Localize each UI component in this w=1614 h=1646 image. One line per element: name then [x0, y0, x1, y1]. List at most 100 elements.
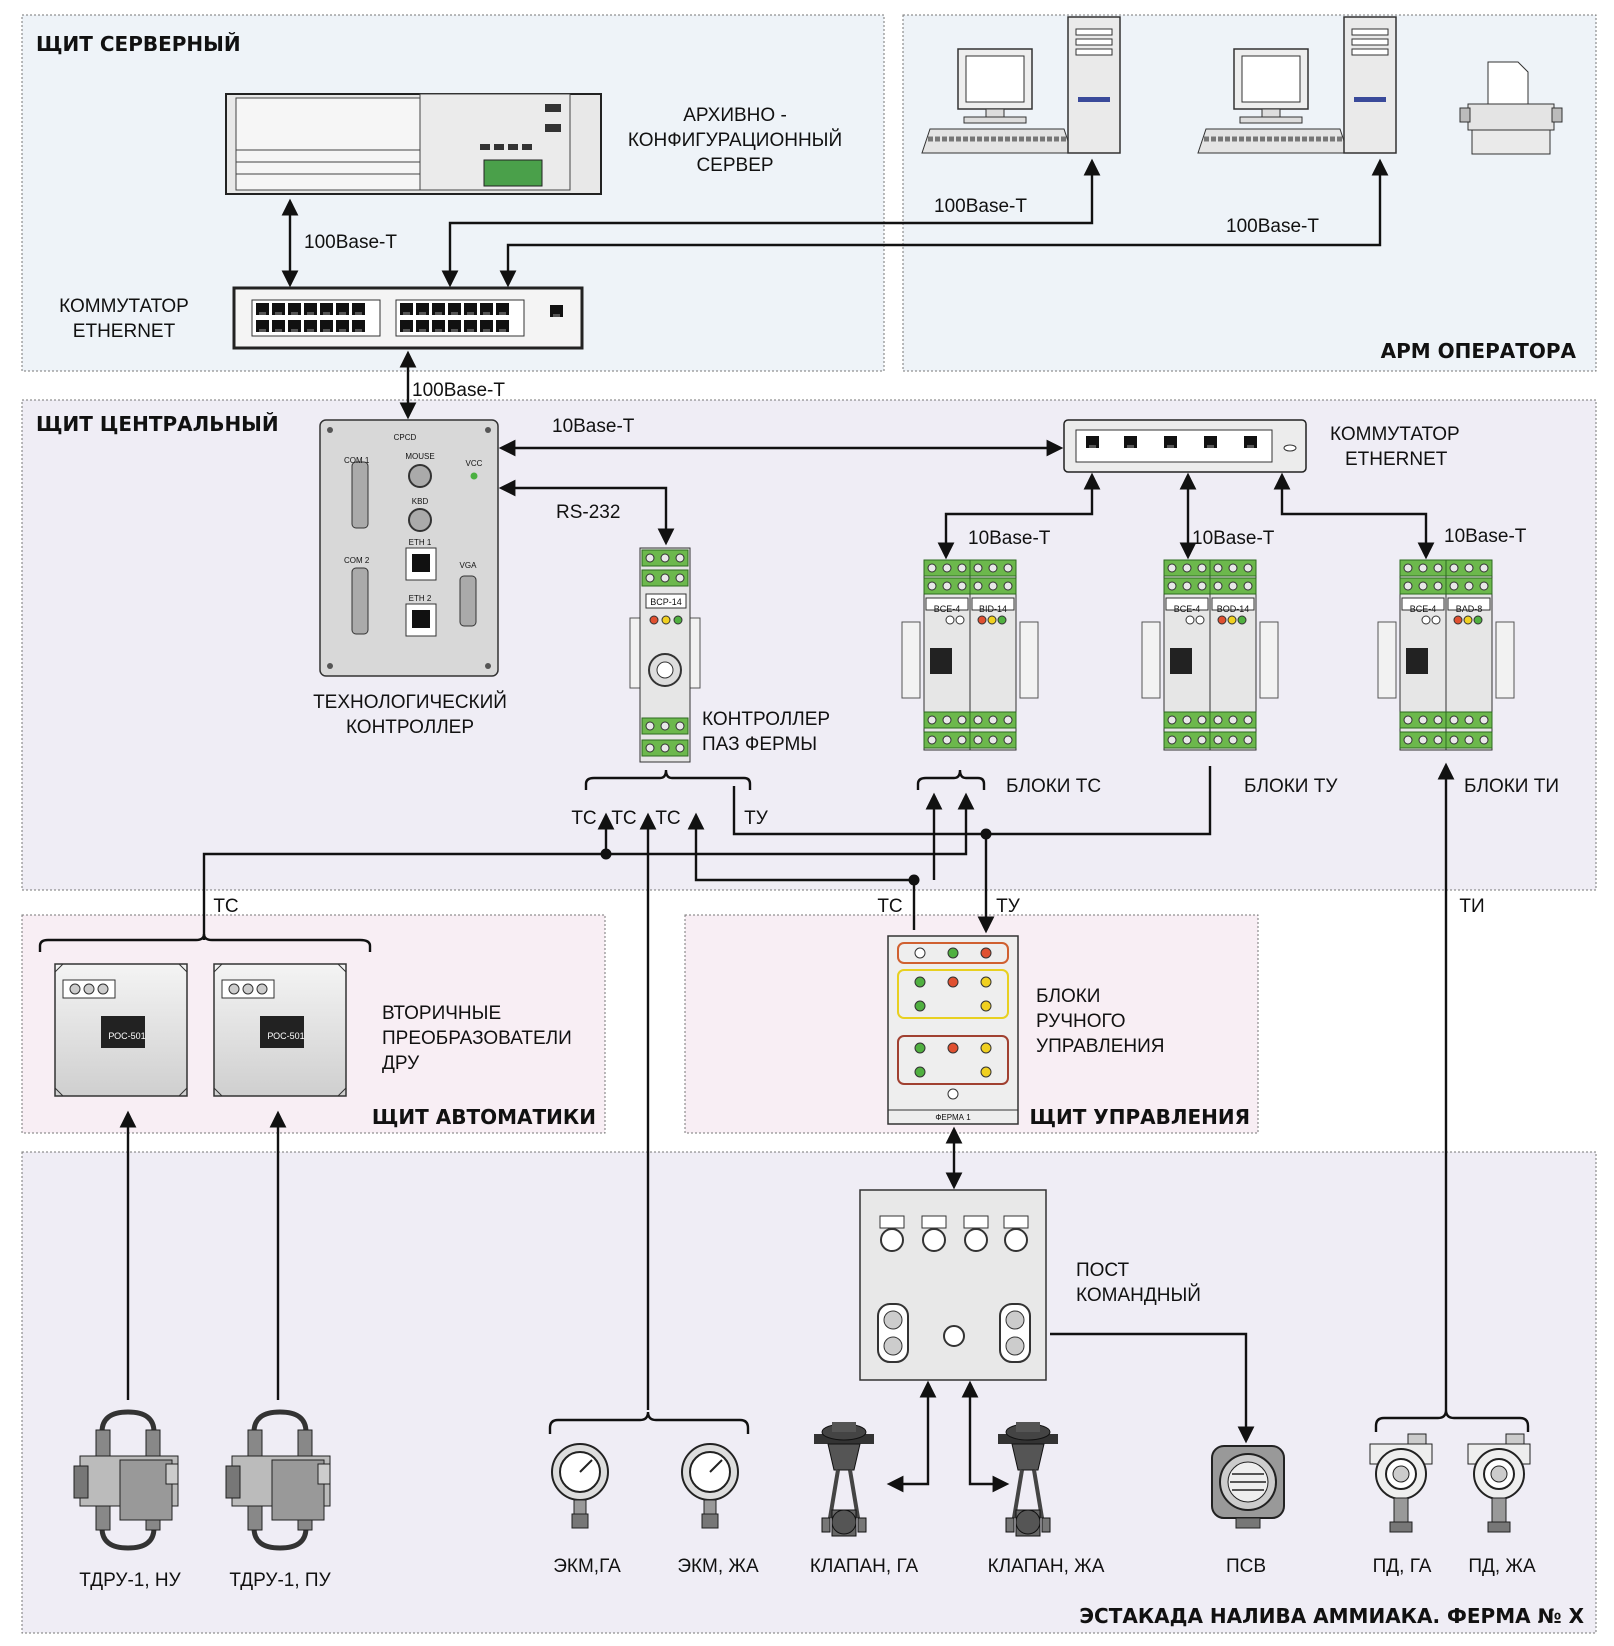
psv-link: [1050, 1332, 1255, 1444]
manual-control-panel: [887, 935, 1019, 1125]
ekm-zha-label: ЭКМ, ЖА: [677, 1556, 759, 1577]
tc-blocks-label: БЛОКИ ТС: [1006, 776, 1101, 797]
secondary-converter-1: [54, 963, 188, 1097]
ti-block-link-label: 10Base-T: [1444, 526, 1527, 547]
secondary-label-1: ВТОРИЧНЫЕ: [382, 1003, 501, 1024]
tu-block-m1: BCE-4: [1174, 604, 1201, 614]
signal-tc-1: ТС: [571, 808, 596, 829]
valve-ga-label: КЛАПАН, ГА: [810, 1556, 919, 1577]
archive-server: [225, 93, 602, 195]
pc2-link: [499, 158, 1389, 288]
tu-block-link-label: 10Base-T: [1192, 528, 1275, 549]
tu-wire: [732, 766, 1212, 836]
signal-tu: ТУ: [744, 808, 769, 829]
valve-zha-link: [961, 1380, 1010, 1493]
ekm-brace: [548, 1411, 750, 1434]
server-label-3: СЕРВЕР: [696, 155, 773, 176]
ti-block-link: [1273, 472, 1435, 560]
pd-ga-label: ПД, ГА: [1373, 1556, 1432, 1577]
valve-ga-link: [886, 1380, 937, 1493]
secondary-label-2: ПРЕОБРАЗОВАТЕЛИ: [382, 1028, 572, 1049]
zone-operator-title: АРМ ОПЕРАТОРА: [1381, 339, 1577, 363]
zone-estacade: [21, 1151, 1597, 1634]
rs232-link: [498, 479, 675, 546]
signal-tc-2: ТС: [611, 808, 636, 829]
rs232-link-label: RS-232: [556, 502, 620, 523]
server-switch-link-label: 100Base-T: [304, 232, 397, 253]
tc-brace: [916, 769, 986, 790]
tu-blocks-label: БЛОКИ ТУ: [1244, 776, 1338, 797]
zone-automation-title: ЩИТ АВТОМАТИКИ: [372, 1105, 596, 1129]
paz-module-label: BCP-14: [650, 597, 682, 607]
signal-tc-3: ТС: [655, 808, 680, 829]
paz-brace: [584, 769, 752, 790]
ctrl-cpcd-label: CPCD: [394, 433, 417, 442]
paz-controller: [629, 547, 701, 763]
ctrl-kbd-label: KBD: [412, 497, 429, 506]
small-ethernet-switch: [1063, 419, 1307, 473]
tc-block-m1: BCE-4: [934, 604, 961, 614]
ctrl-com2-label: COM 2: [344, 556, 370, 565]
main-switch-label-2: ETHERNET: [73, 321, 176, 342]
tech-controller: [319, 419, 499, 677]
ti-blocks-label: БЛОКИ ТИ: [1464, 776, 1559, 797]
secondary-converter-2: [213, 963, 347, 1097]
tc-block-link-label: 10Base-T: [968, 528, 1051, 549]
zone-central: [21, 399, 1597, 891]
converter-2-model: РОС-501: [267, 1031, 304, 1041]
main-ethernet-switch: [232, 286, 584, 350]
pd-zha-label: ПД, ЖА: [1468, 1556, 1536, 1577]
ctrl-vcc-label: VCC: [466, 459, 483, 468]
paz-label-1: КОНТРОЛЛЕР: [702, 709, 830, 730]
ekm-ga-label: ЭКМ,ГА: [553, 1556, 621, 1577]
signal-tu-ctrl: ТУ: [996, 896, 1021, 917]
tdru-pu-label: ТДРУ-1, ПУ: [229, 1570, 331, 1591]
tc3-wire: [687, 812, 916, 930]
pc2-link-label: 100Base-T: [1226, 216, 1319, 237]
paz-label-2: ПАЗ ФЕРМЫ: [702, 734, 817, 755]
server-label-2: КОНФИГУРАЦИОННЫЙ: [628, 129, 842, 151]
ctrl-switch2-link-label: 10Base-T: [552, 416, 635, 437]
printer-icon: [1459, 61, 1563, 155]
small-switch-label-2: ETHERNET: [1345, 449, 1448, 470]
tc-block-link: [937, 472, 1101, 560]
tech-ctrl-label-2: КОНТРОЛЛЕР: [346, 717, 474, 738]
psv-siren-icon: [1211, 1445, 1285, 1529]
ti-block-m2: BAD-8: [1456, 604, 1483, 614]
zone-control-title: ЩИТ УПРАВЛЕНИЯ: [1029, 1105, 1250, 1129]
secondary-label-3: ДРУ: [382, 1053, 420, 1074]
auto-brace: [38, 933, 372, 952]
ctrl-mouse-label: MOUSE: [405, 452, 434, 461]
signal-tc-ctrl: ТС: [877, 896, 902, 917]
ctrl-eth1-label: ETH 1: [409, 538, 432, 547]
zone-estacade-title: ЭСТАКАДА НАЛИВА АММИАКА. ФЕРМА № X: [1079, 1604, 1584, 1628]
main-switch-label-1: КОММУТАТОР: [59, 296, 189, 317]
auto-tc-wire: [202, 792, 975, 940]
switch-ctrl-link-label: 100Base-T: [412, 380, 505, 401]
junction-dot: [980, 828, 992, 840]
ctrl-vga-label: VGA: [460, 561, 478, 570]
tc-block-m2: BID-14: [979, 604, 1007, 614]
valve-zha-label: КЛАПАН, ЖА: [988, 1556, 1105, 1577]
command-post: [859, 1189, 1047, 1381]
post-label-2: КОМАНДНЫЙ: [1076, 1284, 1201, 1306]
manual-label-1: БЛОКИ: [1036, 986, 1100, 1007]
manual-panel-tag: ФЕРМА 1: [935, 1113, 971, 1122]
signal-ti: ТИ: [1459, 896, 1484, 917]
manual-label-2: РУЧНОГО: [1036, 1011, 1126, 1032]
pc1-link-label: 100Base-T: [934, 196, 1027, 217]
post-label-1: ПОСТ: [1076, 1260, 1130, 1281]
manual-label-3: УПРАВЛЕНИЯ: [1036, 1036, 1165, 1057]
ti-block-m1: BCE-4: [1410, 604, 1437, 614]
ctrl-com1-label: COM 1: [344, 456, 370, 465]
small-switch-label-1: КОММУТАТОР: [1330, 424, 1460, 445]
zone-server-title: ЩИТ СЕРВЕРНЫЙ: [36, 32, 241, 56]
converter-1-model: РОС-501: [108, 1031, 145, 1041]
tdru-nu-label: ТДРУ-1, НУ: [79, 1570, 181, 1591]
junction-dot: [908, 874, 920, 886]
tech-ctrl-label-1: ТЕХНОЛОГИЧЕСКИЙ: [313, 691, 507, 713]
junction-dot: [600, 848, 612, 860]
psv-label: ПСВ: [1226, 1556, 1266, 1577]
ctrl-eth2-label: ETH 2: [409, 594, 432, 603]
